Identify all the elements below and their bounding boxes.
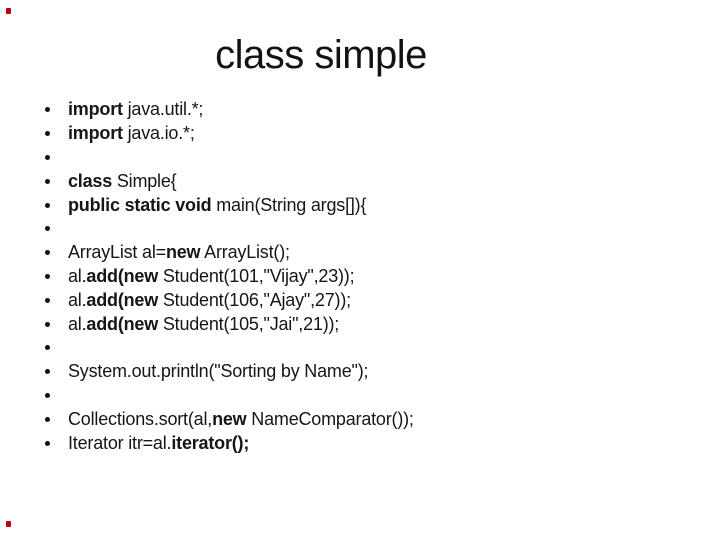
bullet-dot	[45, 202, 50, 208]
code-text: import java.io.*;	[68, 123, 195, 144]
list-item: System.out.println("Sorting by Name");	[45, 360, 685, 384]
bullet-dot	[45, 321, 50, 327]
bullet-dot	[45, 250, 50, 256]
bullet-dot	[45, 273, 50, 279]
bullet-dot	[45, 440, 50, 446]
list-item: al.add(new Student(106,"Ajay",27));	[45, 288, 685, 312]
code-text: public static void main(String args[]){	[68, 194, 367, 215]
code-text: al.add(new Student(106,"Ajay",27));	[68, 289, 351, 310]
bullet-dot	[45, 416, 50, 422]
code-text: System.out.println("Sorting by Name");	[68, 361, 369, 382]
bullet-dot	[45, 154, 50, 160]
list-item: al.add(new Student(105,"Jai",21));	[45, 312, 685, 336]
list-item: ArrayList al=new ArrayList();	[45, 241, 685, 265]
list-item	[45, 336, 685, 360]
code-text: al.add(new Student(101,"Vijay",23));	[68, 265, 355, 286]
list-item	[45, 217, 685, 241]
list-item: al.add(new Student(101,"Vijay",23));	[45, 265, 685, 289]
list-item: Iterator itr=al.iterator();	[45, 431, 685, 455]
bullet-dot	[45, 107, 50, 113]
bullet-dot	[45, 226, 50, 232]
list-item: import java.io.*;	[45, 122, 685, 146]
red-dot-top-left	[6, 8, 11, 14]
code-text: Iterator itr=al.iterator();	[68, 432, 250, 453]
slide-title: class simple	[215, 33, 427, 77]
bullet-dot	[45, 131, 50, 137]
bullet-dot	[45, 369, 50, 375]
bullet-dot	[45, 345, 50, 351]
code-text: class Simple{	[68, 170, 177, 191]
bullet-dot	[45, 178, 50, 184]
red-dot-bottom-left	[6, 521, 11, 527]
code-text: al.add(new Student(105,"Jai",21));	[68, 313, 340, 334]
code-text: ArrayList al=new ArrayList();	[68, 242, 290, 263]
list-item: class Simple{	[45, 169, 685, 193]
list-item	[45, 384, 685, 408]
list-item: import java.util.*;	[45, 98, 685, 122]
code-text: import java.util.*;	[68, 99, 204, 120]
list-item: Collections.sort(al,new NameComparator()…	[45, 407, 685, 431]
list-item: public static void main(String args[]){	[45, 193, 685, 217]
bullet-dot	[45, 297, 50, 303]
list-item	[45, 146, 685, 170]
bullet-list: import java.util.*; import java.io.*; clas…	[45, 98, 685, 455]
bullet-dot	[45, 392, 50, 398]
code-text: Collections.sort(al,new NameComparator()…	[68, 408, 414, 429]
